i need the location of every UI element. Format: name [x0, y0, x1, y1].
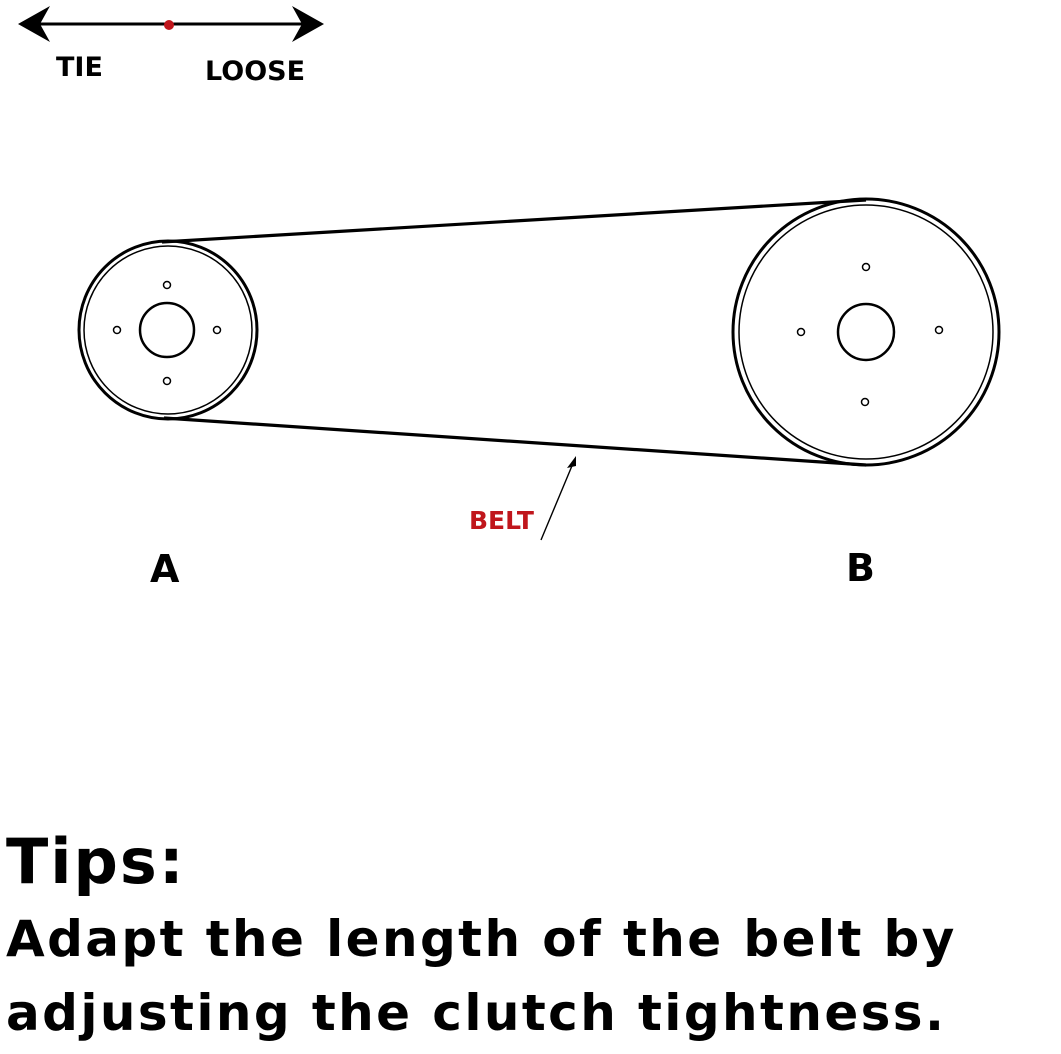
belt-label: BELT: [469, 506, 534, 535]
tips-text-line-1: Adapt the length of the belt by: [6, 910, 957, 968]
arrowhead-left: [18, 6, 50, 42]
belt-callout-leader: [540, 460, 575, 541]
pulley-a-inner-rim: [83, 245, 253, 415]
pulley-a: [77, 239, 259, 421]
pulley-b-bolt-hole: [796, 327, 806, 337]
pulley-b-bolt-hole: [860, 397, 870, 407]
pulley-b-outer-rim: [731, 197, 1001, 467]
pulley-a-bolt-hole: [162, 376, 172, 386]
pulley-b-bolt-hole: [934, 325, 944, 335]
belt-callout: BELT: [469, 456, 576, 541]
belt: [161, 198, 867, 467]
tie-label: TIE: [56, 52, 103, 83]
pulley-a-label: A: [150, 547, 180, 591]
tips-heading: Tips:: [6, 825, 186, 898]
tension-midpoint-dot: [164, 20, 174, 30]
pulley-a-bolt-hole: [162, 280, 172, 290]
pulley-b-hub: [836, 302, 896, 362]
belt-bottom-span: [163, 416, 867, 467]
belt-tension-diagram: TIE LOOSE BELT A B: [18, 6, 1001, 591]
pulley-a-hub: [138, 301, 196, 359]
pulley-b-inner-rim: [738, 204, 994, 460]
pulley-a-bolt-hole: [212, 325, 222, 335]
tension-legend: TIE LOOSE: [18, 6, 324, 87]
arrowhead-right: [292, 6, 324, 42]
pulley-b: [731, 197, 1001, 467]
tips-section: Tips: Adapt the length of the belt by ad…: [6, 822, 1056, 1050]
loose-label: LOOSE: [205, 56, 305, 87]
pulley-a-outer-rim: [77, 239, 259, 421]
pulley-b-label: B: [846, 546, 875, 590]
pulley-b-bolt-hole: [861, 262, 871, 272]
belt-top-span: [161, 198, 867, 244]
pulley-a-bolt-hole: [112, 325, 122, 335]
belt-callout-arrowhead: [567, 456, 576, 468]
tips-text-line-2: adjusting the clutch tightness.: [6, 984, 947, 1042]
